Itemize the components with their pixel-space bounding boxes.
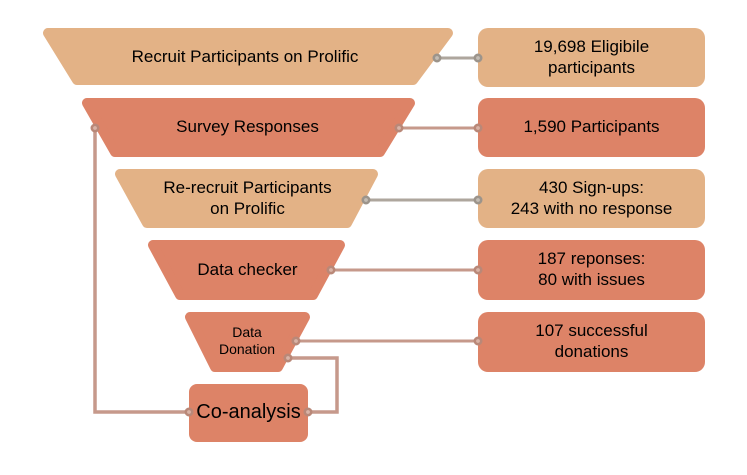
connector-dot xyxy=(473,336,483,346)
connector-dot xyxy=(184,407,194,417)
connector-dot xyxy=(394,123,404,133)
connector-dot xyxy=(283,353,293,363)
connector-dot xyxy=(473,53,483,63)
side-box-signups-shape xyxy=(478,169,705,228)
funnel-stage-data-donation-shape xyxy=(185,312,310,372)
connector-dot xyxy=(90,123,100,133)
funnel-stage-co-analysis-shape xyxy=(189,384,308,442)
funnel-stage-survey-shape xyxy=(82,98,415,157)
connector-dot xyxy=(291,336,301,346)
connector-survey-to-co-analysis xyxy=(93,128,189,414)
connector-dot xyxy=(473,123,483,133)
connector-dot xyxy=(326,265,336,275)
connector-donation-to-co-analysis xyxy=(288,356,339,414)
side-box-responses-shape xyxy=(478,240,705,300)
connector-dot xyxy=(361,195,371,205)
side-box-eligible-shape xyxy=(478,28,705,87)
connector-dot xyxy=(432,53,442,63)
connector-dot xyxy=(473,265,483,275)
funnel-stage-data-checker-shape xyxy=(148,240,345,300)
connector-dot xyxy=(303,407,313,417)
side-box-participants-shape xyxy=(478,98,705,157)
funnel-stage-recruit-shape xyxy=(43,28,453,85)
connector-dot xyxy=(473,195,483,205)
funnel-stage-rerecruit-shape xyxy=(115,169,378,228)
side-box-donations-shape xyxy=(478,312,705,372)
